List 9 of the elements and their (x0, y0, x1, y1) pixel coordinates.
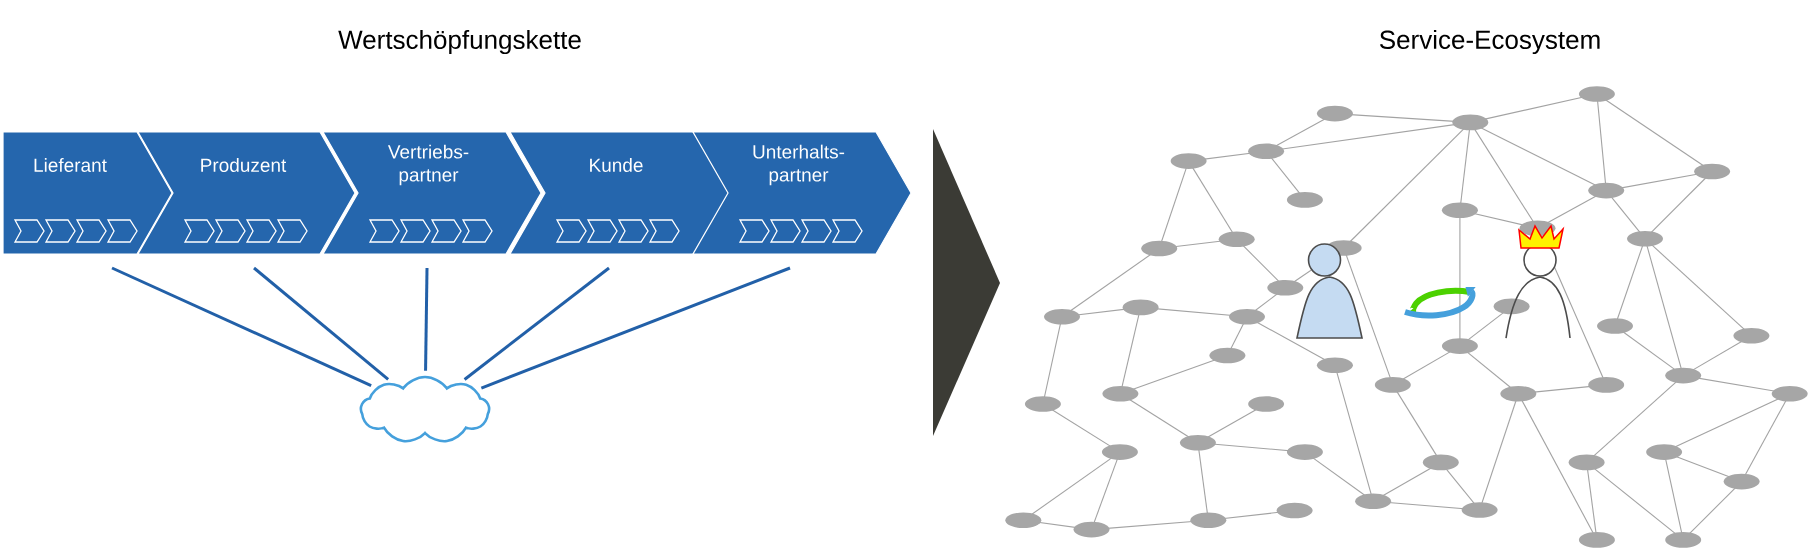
connector-line (111, 266, 372, 387)
connector-line (463, 266, 610, 381)
chevron-box: Unterhalts- partner (691, 131, 912, 255)
heading: Wertschöpfungskette (338, 29, 581, 55)
cloud-icon (359, 375, 491, 443)
heading: Service-Ecosystem (1379, 29, 1600, 55)
connector-line (253, 266, 390, 381)
connector-line (480, 266, 791, 390)
connector-line (424, 268, 429, 371)
